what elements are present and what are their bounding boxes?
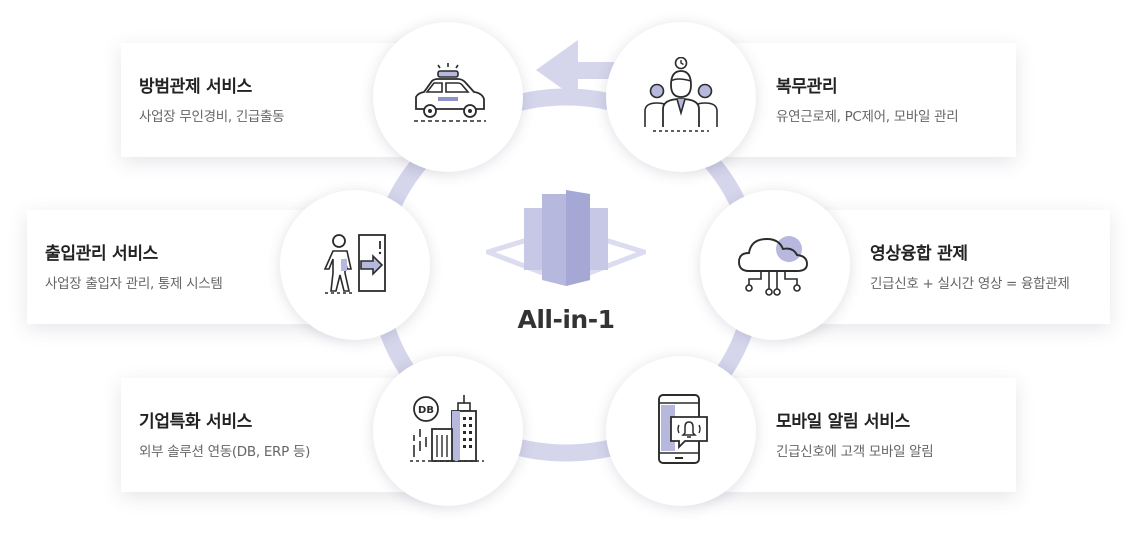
card-mobile-alert: 모바일 알림 서비스 긴급신호에 고객 모바일 알림 bbox=[690, 378, 1016, 492]
service-desc: 외부 솔루션 연동(DB, ERP 등) bbox=[139, 444, 311, 460]
service-title: 방범관제 서비스 bbox=[139, 77, 252, 97]
door-entry-icon bbox=[323, 234, 386, 294]
circle-mobile-alert bbox=[606, 356, 756, 506]
service-desc: 유연근로제, PC제어, 모바일 관리 bbox=[776, 109, 959, 125]
circle-attendance bbox=[606, 22, 756, 172]
service-title: 모바일 알림 서비스 bbox=[776, 412, 910, 432]
service-title: 복무관리 bbox=[776, 77, 838, 97]
cloud-network-icon bbox=[738, 236, 808, 296]
service-desc: 긴급신호에 고객 모바일 알림 bbox=[776, 444, 934, 460]
mobile-alarm-icon bbox=[658, 394, 708, 464]
all-in-one-logo-icon bbox=[486, 190, 646, 286]
center-label: All-in-1 bbox=[517, 305, 615, 334]
service-title: 기업특화 서비스 bbox=[139, 412, 252, 432]
circle-integration: DB bbox=[373, 356, 523, 506]
service-desc: 사업장 출입자 관리, 통제 시스템 bbox=[45, 276, 223, 292]
staff-clock-icon bbox=[644, 57, 718, 132]
police-car-icon bbox=[414, 63, 486, 122]
service-title: 영상융합 관제 bbox=[870, 244, 968, 264]
service-desc: 긴급신호 + 실시간 영상 = 융합관제 bbox=[870, 276, 1070, 292]
db-building-icon: DB bbox=[410, 395, 484, 462]
service-desc: 사업장 무인경비, 긴급출동 bbox=[139, 109, 285, 125]
svg-text:DB: DB bbox=[418, 405, 434, 416]
circle-security bbox=[373, 22, 523, 172]
service-title: 출입관리 서비스 bbox=[45, 244, 158, 264]
circle-access bbox=[280, 190, 430, 340]
circle-video bbox=[700, 190, 850, 340]
cycle-arrow-icon bbox=[536, 40, 614, 100]
